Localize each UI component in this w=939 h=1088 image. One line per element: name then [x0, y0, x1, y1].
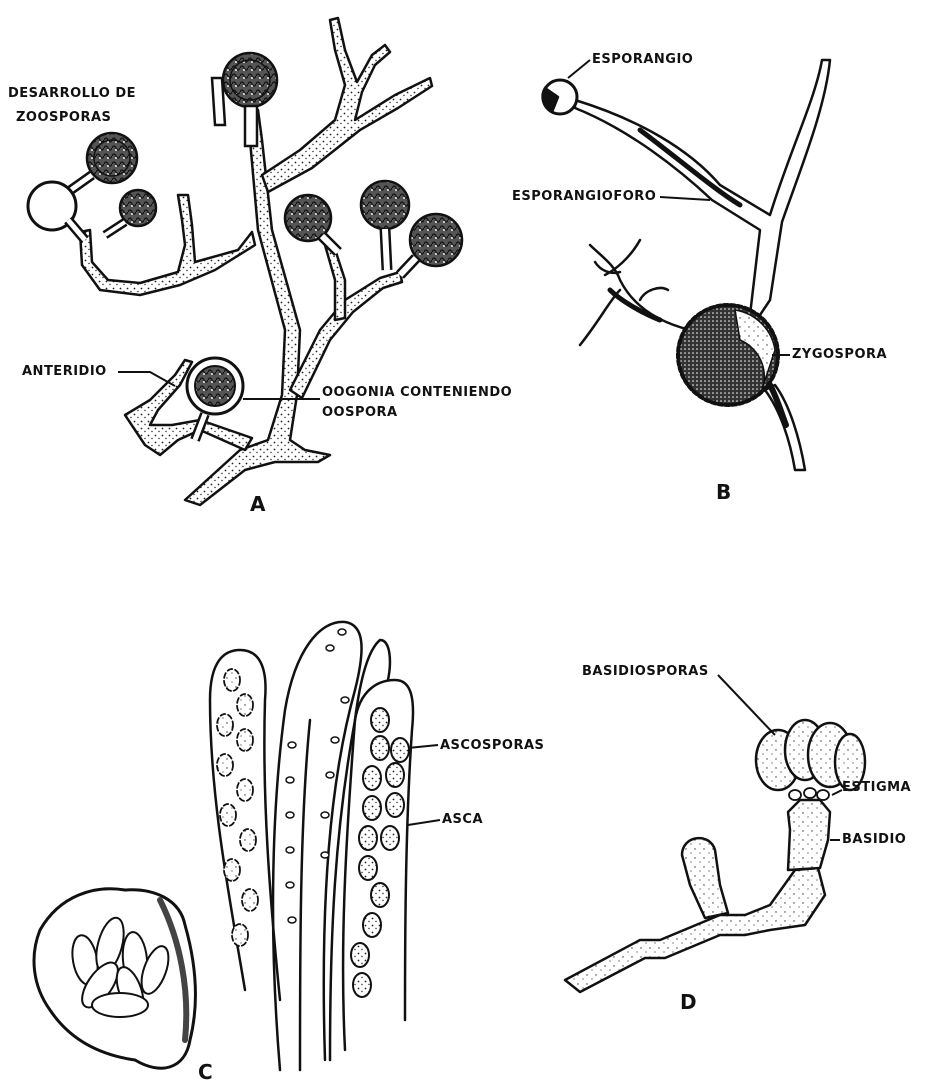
label-zoospores-line2: ZOOSPORAS [16, 110, 111, 126]
panel-c-leader-lines [408, 745, 440, 825]
panel-c-ascus-middle [273, 622, 362, 1070]
panel-d-side-branch [682, 838, 728, 918]
panel-letter-b: B [716, 480, 731, 504]
label-ascospores: ASCOSPORAS [440, 738, 544, 754]
panel-letter-d: D [680, 990, 697, 1014]
label-zoospores-line1: DESARROLLO DE [8, 86, 136, 102]
panel-d-basidium [788, 800, 830, 870]
panel-a-upper-branch [262, 18, 432, 192]
panel-a-zoosporangium-5 [361, 181, 409, 229]
label-zygospore: ZYGOSPORA [792, 347, 887, 363]
label-oogonium-line1: OOGONIA CONTENIENDO [322, 385, 512, 401]
panel-a-oospore [195, 366, 235, 406]
panel-c-drawing [34, 622, 413, 1070]
label-oogonium-line2: OOSPORA [322, 405, 398, 421]
panel-a-zoosporangium-3 [120, 190, 156, 226]
label-sporangiophore: ESPORANGIOFORO [512, 189, 656, 205]
panel-b-rhizoids [580, 240, 690, 345]
label-sterigma: ESTIGMA [842, 780, 911, 796]
label-basidiospores: BASIDIOSPORAS [582, 664, 709, 680]
panel-a-left-branch [80, 195, 255, 295]
panel-a-zoosporangium-1 [223, 53, 277, 107]
label-basidium: BASIDIO [842, 832, 906, 848]
panel-a-zoosporangium-6 [410, 214, 462, 266]
label-sporangium: ESPORANGIO [592, 52, 693, 68]
panel-d-sterigmata [789, 788, 829, 800]
panel-b-sporangiophore [575, 60, 830, 315]
panel-letter-c: C [198, 1060, 213, 1084]
label-ascus: ASCA [442, 812, 483, 828]
panel-d-drawing [565, 720, 865, 992]
label-antheridium: ANTERIDIO [22, 364, 107, 380]
panel-letter-a: A [250, 492, 265, 516]
panel-b-drawing [543, 60, 830, 470]
